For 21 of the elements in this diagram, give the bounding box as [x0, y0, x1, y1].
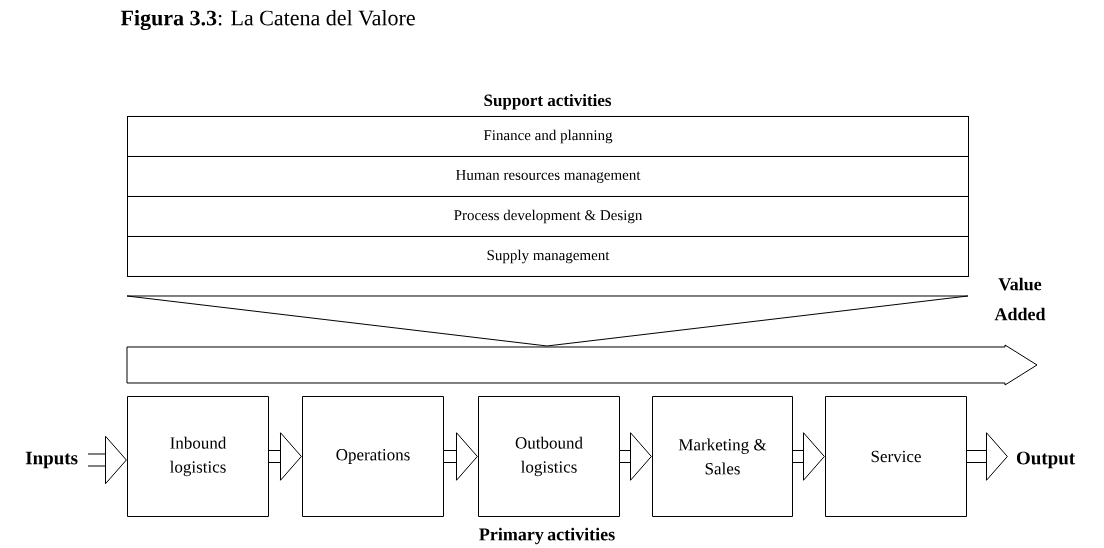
- figure-title: Figura 3.3: La Catena del Valore: [120, 9, 415, 31]
- block-arrow: [967, 432, 1008, 481]
- activity-box: Service: [825, 396, 967, 517]
- activity-box: Operations: [302, 396, 444, 517]
- block-arrow: [620, 432, 652, 481]
- flow-label: Output: [1016, 451, 1076, 469]
- primary-activities-label: Primary activities: [479, 527, 615, 545]
- support-row: Finance and planning: [127, 116, 969, 157]
- support-row: Process development & Design: [127, 196, 969, 237]
- block-arrow: [793, 432, 825, 481]
- flow-label: Inputs: [25, 451, 78, 469]
- activity-box: Outbound logistics: [478, 396, 620, 517]
- activity-box: Marketing & Sales: [652, 396, 793, 517]
- block-arrow: [444, 432, 478, 481]
- node-label: Support activities: [484, 94, 612, 110]
- support-row: Supply management: [127, 236, 969, 277]
- support-row: Human resources management: [127, 156, 969, 197]
- value-added-label: Value Added: [994, 277, 1046, 321]
- block-arrow: [88, 435, 127, 485]
- block-arrow: [269, 432, 302, 481]
- activity-box: Inbound logistics: [127, 396, 269, 517]
